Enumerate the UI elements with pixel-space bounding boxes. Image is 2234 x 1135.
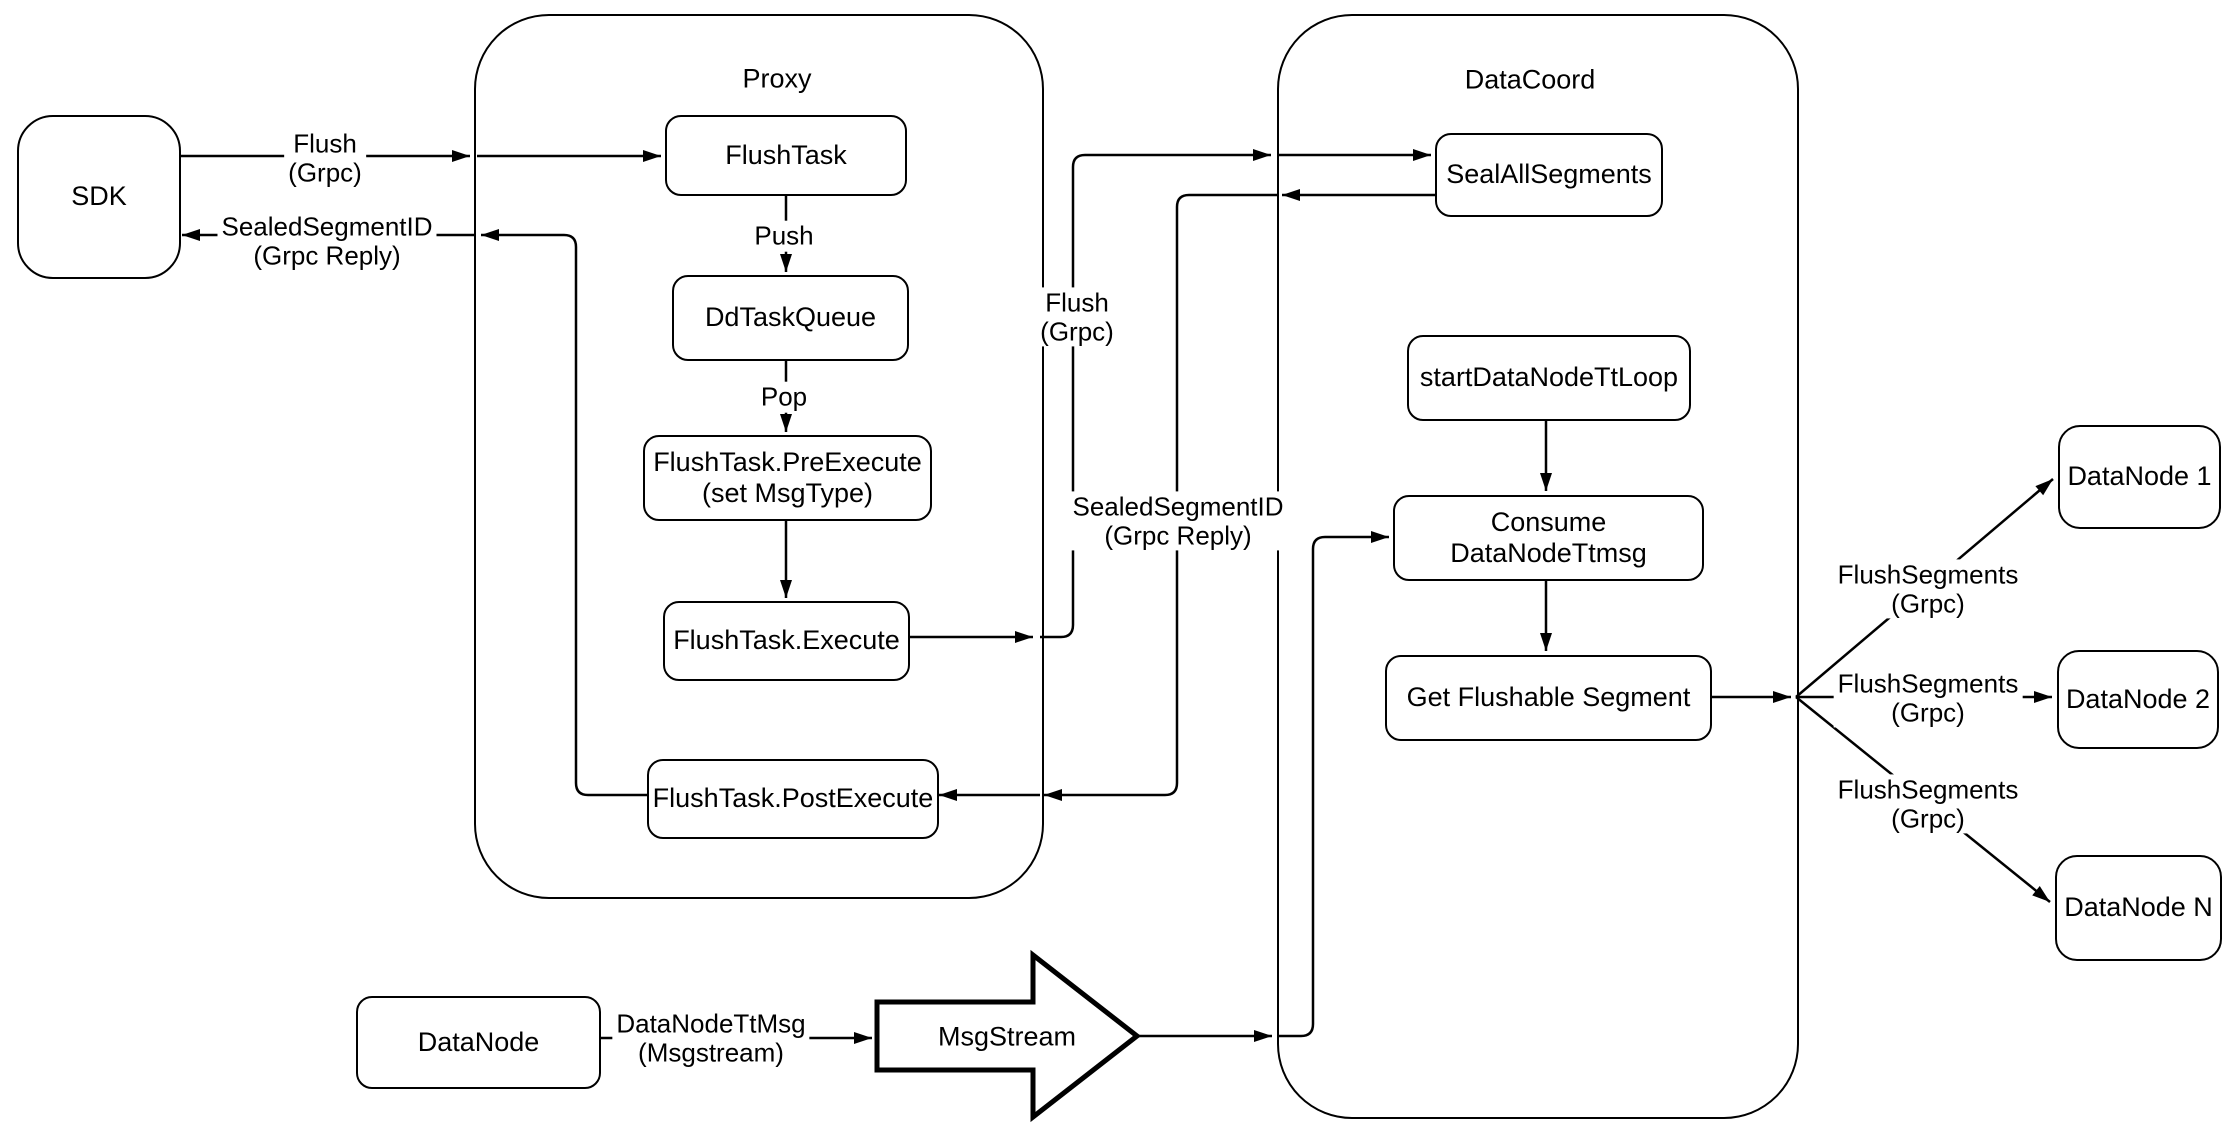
node-consume-datanodettmsg-label: Consume DataNodeTtmsg: [1450, 506, 1647, 568]
node-flushtask-preexecute-label: FlushTask.PreExecute: [653, 446, 922, 477]
node-consume-datanodettmsg: Consume DataNodeTtmsg: [1393, 495, 1704, 581]
node-flushtask: FlushTask: [665, 115, 907, 196]
node-datanode-bottom-label: DataNode: [417, 1026, 540, 1057]
edge-label-datanodettmsg: DataNodeTtMsg (Msgstream): [612, 1008, 810, 1068]
node-get-flushable-segment: Get Flushable Segment: [1385, 655, 1712, 741]
edge-label-flushsegments-1: FlushSegments (Grpc): [1833, 559, 2023, 619]
edge-label-push: Push: [750, 220, 818, 252]
node-startdatanodettloop-label: startDataNodeTtLoop: [1419, 362, 1679, 393]
node-sdk-label: SDK: [71, 181, 127, 212]
node-sdk: SDK: [17, 115, 181, 279]
container-proxy-title: Proxy: [742, 63, 812, 94]
edge-label-sealedsegmentid-sdk: SealedSegmentID (Grpc Reply): [217, 211, 437, 271]
edge-flush-to-datacoord-border: [1040, 149, 1271, 639]
node-flushtask-preexecute-sublabel: (set MsgType): [701, 478, 874, 508]
container-datacoord-title: DataCoord: [1464, 64, 1596, 95]
msgstream-label: MsgStream: [937, 1021, 1077, 1052]
node-datanode-1-label: DataNode 1: [2067, 461, 2212, 492]
node-startdatanodettloop: startDataNodeTtLoop: [1407, 335, 1691, 421]
container-proxy: [474, 14, 1044, 899]
node-flushtask-postexecute: FlushTask.PostExecute: [647, 759, 939, 839]
node-ddtaskqueue: DdTaskQueue: [672, 275, 909, 361]
node-flushtask-preexecute: FlushTask.PreExecute (set MsgType): [643, 435, 932, 521]
edge-label-flush-grpc-mid: Flush (Grpc): [1036, 287, 1118, 347]
edge-border-to-consume: [1278, 531, 1389, 1038]
edge-label-flush-grpc-sdk: Flush (Grpc): [284, 128, 366, 188]
node-datanode-n-label: DataNode N: [2064, 892, 2213, 923]
node-flushtask-execute: FlushTask.Execute: [663, 601, 910, 681]
container-datacoord: [1277, 14, 1799, 1119]
edge-label-sealedsegmentid-mid: SealedSegmentID (Grpc Reply): [1068, 491, 1288, 551]
node-sealallsegments: SealAllSegments: [1435, 133, 1663, 217]
edge-label-flushsegments-2: FlushSegments (Grpc): [1833, 668, 2023, 728]
node-flushtask-postexecute-label: FlushTask.PostExecute: [652, 783, 934, 814]
node-flushtask-label: FlushTask: [725, 139, 847, 170]
node-datanode-bottom: DataNode: [356, 996, 601, 1089]
node-datanode-n: DataNode N: [2055, 855, 2222, 961]
node-datanode-2-label: DataNode 2: [2065, 683, 2211, 714]
msgstream-arrow-shape: [874, 949, 1142, 1123]
node-datanode-2: DataNode 2: [2057, 650, 2219, 749]
node-datanode-1: DataNode 1: [2058, 425, 2221, 529]
node-sealallsegments-label: SealAllSegments: [1446, 159, 1652, 190]
node-get-flushable-segment-label: Get Flushable Segment: [1406, 682, 1691, 713]
edge-label-flushsegments-3: FlushSegments (Grpc): [1833, 774, 2023, 834]
node-ddtaskqueue-label: DdTaskQueue: [704, 302, 877, 333]
edge-label-pop: Pop: [756, 381, 812, 413]
edge-postexecute-feedback: [481, 229, 647, 797]
node-flushtask-execute-label: FlushTask.Execute: [673, 625, 900, 656]
